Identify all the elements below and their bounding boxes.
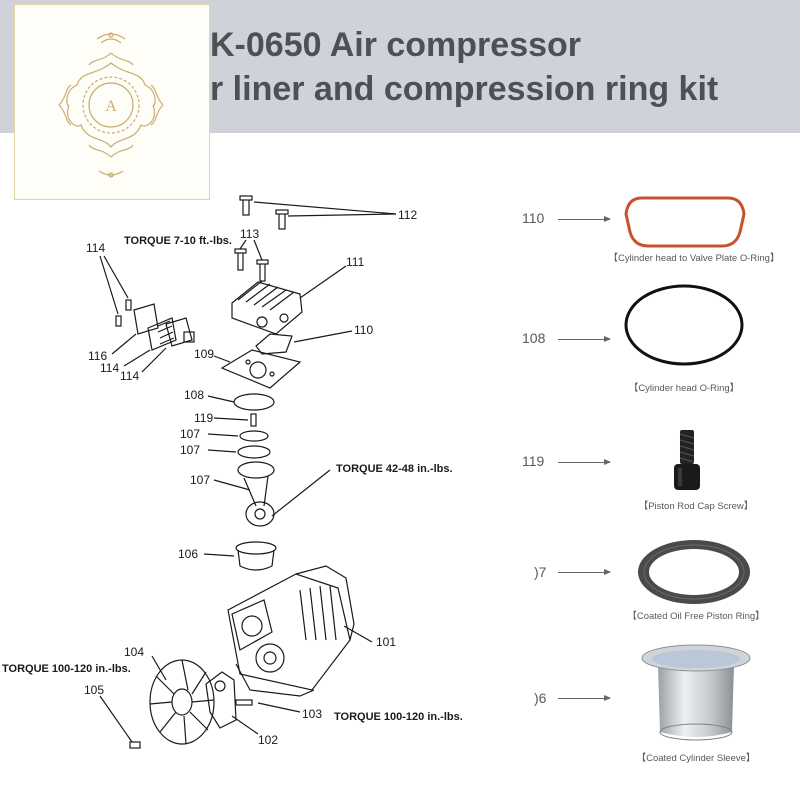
- arrow-106: [558, 695, 611, 701]
- cooling-fan-104-icon: [149, 659, 215, 745]
- part-caption-108: 【Cylinder head O-Ring】: [628, 383, 740, 394]
- torque-note-rod: TORQUE 42-48 in.-lbs.: [336, 463, 453, 475]
- part-number-108: 108: [522, 330, 546, 346]
- part-caption-119: 【Piston Rod Cap Screw】: [638, 501, 754, 512]
- reed-valve-114-icon: [115, 299, 195, 351]
- screw-119-icon: [250, 413, 257, 427]
- rounded-o-ring-icon: [624, 196, 746, 248]
- piston-rod-107-icon: [237, 461, 275, 527]
- head-screw-113-icon: [234, 248, 269, 282]
- callout-114c: 114: [120, 369, 139, 383]
- valve-plate-109-icon: [220, 349, 302, 389]
- callout-111: 111: [346, 255, 365, 269]
- callout-113: 113: [240, 227, 259, 241]
- part-caption-107: 【Coated Oil Free Piston Ring】: [627, 611, 765, 622]
- part-number-110: 110: [522, 210, 545, 226]
- callout-107c: 107: [190, 473, 210, 487]
- o-ring-icon: [624, 284, 744, 366]
- arrow-110: [558, 216, 611, 222]
- bolt-103-icon: [235, 699, 253, 706]
- title-line-2: r liner and compression ring kit: [210, 70, 719, 108]
- callout-107a: 107: [180, 427, 200, 441]
- callout-107b: 107: [180, 443, 200, 457]
- cylinder-sleeve-106-icon: [235, 541, 277, 571]
- torque-note-flywheel: TORQUE 100-120 in.-lbs.: [334, 711, 463, 723]
- callout-104: 104: [124, 645, 144, 659]
- cap-107-icon: [239, 430, 269, 442]
- callout-114: 114: [86, 241, 105, 255]
- head-bolt-112-icon: [239, 195, 289, 230]
- arrow-107: [558, 569, 611, 575]
- callout-109: 109: [194, 347, 214, 361]
- callout-103: 103: [302, 707, 322, 721]
- brand-emblem-icon: A: [58, 32, 164, 178]
- part-number-106: )6: [534, 690, 547, 706]
- callout-101: 101: [376, 635, 396, 649]
- callout-105: 105: [84, 683, 104, 697]
- part-caption-110: 【Cylinder head to Valve Plate O-Ring】: [608, 253, 780, 264]
- crankcase-motor-101-icon: [227, 565, 355, 697]
- brand-logo-card: A: [14, 4, 210, 200]
- cylinder-head-111-icon: [231, 280, 303, 335]
- callout-108: 108: [184, 388, 204, 402]
- callout-102: 102: [258, 733, 278, 747]
- callout-114b: 114: [100, 361, 119, 375]
- title-line-1: K-0650 Air compressor: [210, 26, 582, 64]
- ring-110-icon: [255, 333, 293, 355]
- callout-116: 116: [88, 349, 107, 363]
- part-number-119: 119: [522, 453, 545, 469]
- callout-110: 110: [354, 323, 373, 337]
- callout-112: 112: [398, 208, 417, 222]
- torque-note-head: TORQUE 7-10 ft.-lbs.: [124, 235, 232, 247]
- arrow-119: [558, 459, 611, 465]
- logo-letter: A: [105, 98, 117, 115]
- callout-119: 119: [194, 411, 213, 425]
- exploded-parts-diagram: 112 113 114 111 116 114 114 110 109 108 …: [2, 195, 463, 749]
- part-caption-106: 【Coated Cylinder Sleeve】: [636, 753, 756, 764]
- cylinder-sleeve-icon: [641, 644, 751, 741]
- torque-note-fan: TORQUE 100-120 in.-lbs.: [2, 663, 131, 675]
- callout-106: 106: [178, 547, 198, 561]
- o-ring-108-icon: [233, 393, 275, 411]
- part-number-107: )7: [534, 564, 547, 580]
- fan-bolt-105-icon: [129, 741, 141, 749]
- piston-ring-icon: [638, 540, 750, 604]
- cap-screw-icon: [674, 430, 700, 490]
- flywheel-hub-102-icon: [205, 671, 237, 729]
- arrow-108: [558, 336, 611, 342]
